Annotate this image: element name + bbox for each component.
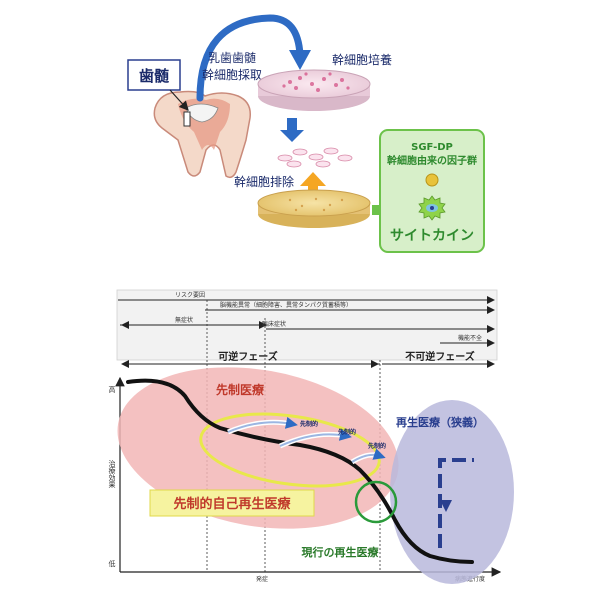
regen-dashed-path <box>438 458 474 548</box>
up-arrow <box>300 172 326 200</box>
phase-irreversible: 不可逆フェーズ <box>405 350 475 363</box>
preemptive-small-2: 先制的 <box>338 428 356 436</box>
pulp-label-box <box>127 59 181 91</box>
bar-failure-label: 機能不全 <box>458 334 482 342</box>
culture-dish <box>257 69 371 111</box>
self-regen-outline <box>199 412 381 488</box>
factor-title: SGF-DP <box>411 142 453 153</box>
factor-subtitle: 幹細胞由来の因子群 <box>387 154 477 167</box>
down-arrow <box>280 118 304 142</box>
tooth-illustration <box>153 90 251 179</box>
harvest-arrow-head <box>289 50 311 70</box>
bottom-diagram: リスク要因 脳機能異常（細胞障害、異常タンパク質蓄積等） 無症状 臨床症状 機能… <box>108 289 514 584</box>
factor-box <box>379 129 485 253</box>
removal-label: 幹細胞排除 <box>234 174 294 189</box>
bar-risk-label: リスク要因 <box>175 292 205 299</box>
phase-reversible: 可逆フェーズ <box>218 350 278 363</box>
harvest-label-line2: 幹細胞採取 <box>202 67 262 82</box>
y-low-label: 低 <box>109 559 116 568</box>
cytokine-label: サイトカイン <box>390 228 474 244</box>
culture-label: 幹細胞培養 <box>332 52 392 67</box>
harvest-curved-arrow <box>196 14 304 102</box>
removal-dish <box>257 189 371 228</box>
regenerative-region <box>390 400 514 584</box>
bar-brain-label: 脳機能異常（細胞障害、異常タンパク質蓄積等） <box>220 301 352 309</box>
current-regen-label: 現行の再生医療 <box>302 545 380 559</box>
y-high-label: 高 <box>109 385 116 394</box>
top-diagram: 歯髄 乳歯歯髄 幹細胞採取 幹細胞培養 <box>127 14 485 253</box>
bar-asymptomatic-label: 無症状 <box>175 316 193 324</box>
y-axis-label: 治療効果 <box>108 459 116 489</box>
cytokine-cell-icon <box>418 195 446 221</box>
self-regen-box <box>149 489 315 517</box>
regenerative-label: 再生医療（狭義） <box>396 415 484 429</box>
floating-cells <box>277 147 353 168</box>
treatment-curve <box>126 378 474 564</box>
pulp-pointer-arrow <box>169 89 189 111</box>
regen-up-arrow-head <box>440 500 452 512</box>
pulp-label: 歯髄 <box>139 67 170 85</box>
factor-small-icon <box>425 173 439 187</box>
current-regen-circle <box>354 480 398 524</box>
preemptive-label: 先制医療 <box>216 382 264 397</box>
harvest-label-line1: 乳歯歯髄 <box>208 50 256 65</box>
x-onset-label: 発症 <box>256 575 268 583</box>
bar-clinical-label: 臨床症状 <box>262 320 286 328</box>
preemptive-small-1: 先制的 <box>300 420 318 428</box>
preemptive-region <box>117 367 399 529</box>
preemptive-small-3: 先制的 <box>368 442 386 450</box>
self-regen-label: 先制的自己再生医療 <box>173 496 291 512</box>
